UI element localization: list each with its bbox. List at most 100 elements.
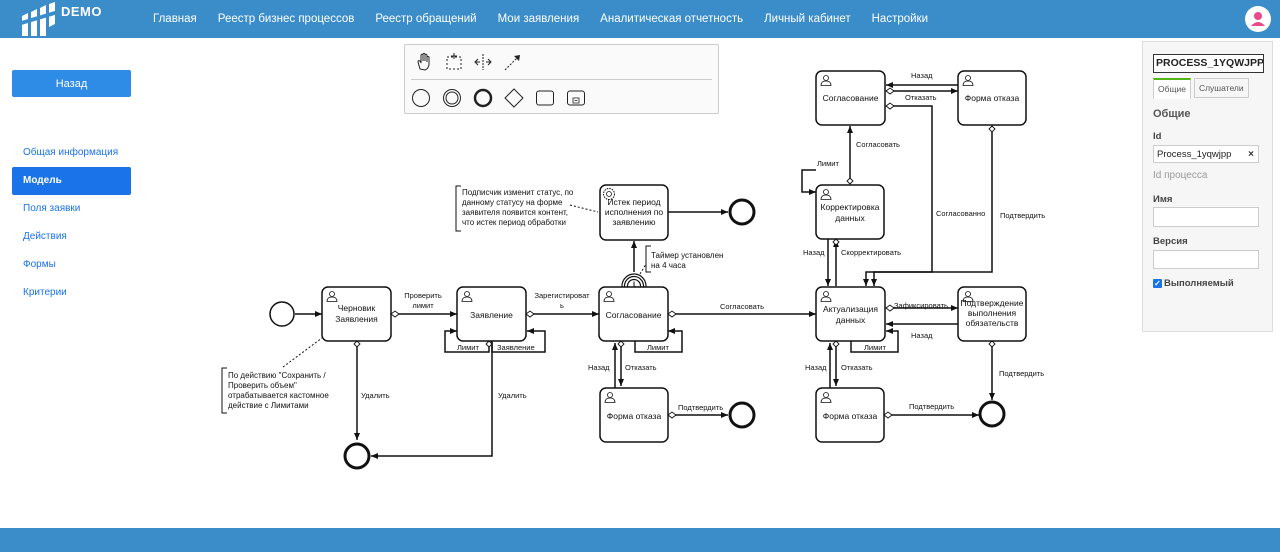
label-register-2: ь xyxy=(560,301,564,310)
annotation-subscriber-4: что истек период обработки xyxy=(462,218,566,227)
version-field[interactable] xyxy=(1153,250,1259,269)
label-back-top: Назад xyxy=(911,71,933,80)
task-refusal-top-label: Форма отказа xyxy=(965,93,1020,103)
nav-settings[interactable]: Настройки xyxy=(871,13,929,25)
end-event-expired[interactable] xyxy=(728,198,756,226)
gateway-icon[interactable] xyxy=(503,87,525,109)
nav-process-registry[interactable]: Реестр бизнес процессов xyxy=(217,13,355,25)
connect-tool-icon[interactable] xyxy=(502,51,524,73)
label-refuse-act: Отказать xyxy=(841,363,873,372)
task-refusal-top[interactable]: Форма отказа xyxy=(957,70,1027,126)
annotation-save-3: отрабатывается кастомное xyxy=(228,391,329,400)
end-event-confirm[interactable] xyxy=(978,400,1006,428)
sidebar-item-request-fields[interactable]: Поля заявки xyxy=(23,203,81,214)
lasso-tool-icon[interactable] xyxy=(443,51,465,73)
label-agree: Согласовать xyxy=(720,302,764,311)
nav-home[interactable]: Главная xyxy=(153,13,197,25)
label-register-1: Зарегистироват xyxy=(534,291,590,300)
logo-icon[interactable] xyxy=(18,2,58,36)
id-field[interactable]: Process_1yqwjpp × xyxy=(1153,145,1259,163)
end-event-icon[interactable] xyxy=(472,87,494,109)
task-confirm-label-3: обязательств xyxy=(966,318,1019,328)
task-actualization-label-2: данных xyxy=(836,315,866,325)
process-title-input[interactable]: PROCESS_1YQWJPP xyxy=(1153,54,1264,73)
sidebar-item-general-info[interactable]: Общая информация xyxy=(23,147,119,158)
nav-my-applications[interactable]: Мои заявления xyxy=(497,13,580,25)
task-confirm-label-2: выполнения xyxy=(968,308,1017,318)
tab-listeners[interactable]: Слушатели xyxy=(1193,78,1249,98)
annotation-save-4: действие с Лимитами xyxy=(228,401,309,410)
label-back-act: Назад xyxy=(911,331,933,340)
label-confirm-3: Подтвердить xyxy=(999,369,1044,378)
start-event-icon[interactable] xyxy=(410,87,432,109)
sidebar-menu: Общая информация Модель Поля заявки Дейс… xyxy=(12,139,131,307)
nav-profile[interactable]: Личный кабинет xyxy=(764,13,851,25)
name-field[interactable] xyxy=(1153,207,1259,227)
task-approval-top[interactable]: Согласование xyxy=(815,70,886,126)
nav-analytics[interactable]: Аналитическая отчетность xyxy=(600,13,744,25)
flow-delete-2 xyxy=(371,341,493,459)
task-refusal-1[interactable]: Форма отказа xyxy=(599,387,669,443)
id-label: Id xyxy=(1153,131,1162,142)
annotation-timer-1: Таймер установлен xyxy=(651,251,723,260)
executable-checkbox[interactable]: ✓ Выполняемый xyxy=(1153,278,1234,289)
label-confirm-1: Подтвердить xyxy=(678,403,723,412)
task-refusal-2[interactable]: Форма отказа xyxy=(815,387,885,443)
app-name: DEMO xyxy=(61,4,102,19)
label-confirm-top: Подтвердить xyxy=(1000,211,1045,220)
sidebar-item-model[interactable]: Модель xyxy=(12,167,131,195)
sidebar-item-forms[interactable]: Формы xyxy=(23,259,56,270)
annotation-subscriber-3: заявителя появится контент, xyxy=(462,208,568,217)
intermediate-event-icon[interactable] xyxy=(441,87,463,109)
task-draft-label-1: Черновик xyxy=(338,303,376,313)
task-application[interactable]: Заявление xyxy=(456,286,527,342)
label-check-limit-1: Проверить xyxy=(404,291,442,300)
executable-label: Выполняемый xyxy=(1164,278,1234,289)
task-draft-label-2: Заявления xyxy=(335,314,378,324)
annotation-save-1: По действию "Сохранить / xyxy=(228,371,326,380)
hand-tool-icon[interactable] xyxy=(413,51,435,73)
label-application-loop: Заявление xyxy=(497,343,535,352)
clear-icon[interactable]: × xyxy=(1248,149,1254,160)
annotation-subscriber-2: данному статусу на форме xyxy=(462,198,563,207)
subprocess-icon[interactable] xyxy=(565,87,587,109)
tab-general[interactable]: Общие xyxy=(1153,78,1191,99)
task-application-label: Заявление xyxy=(470,310,513,320)
gear-icon xyxy=(603,188,615,200)
nav-requests-registry[interactable]: Реестр обращений xyxy=(375,13,477,25)
back-button[interactable]: Назад xyxy=(12,70,131,97)
end-event-delete[interactable] xyxy=(343,442,371,470)
label-check-limit-2: лимит xyxy=(412,301,434,310)
flow-limit-top xyxy=(801,169,816,195)
sidebar-item-criteria[interactable]: Критерии xyxy=(23,287,67,298)
task-approval-main[interactable]: Согласование xyxy=(598,286,669,342)
end-event-refusal[interactable] xyxy=(728,401,756,429)
label-approved: Согласованно xyxy=(936,209,985,218)
task-confirm-label-1: Подтверждение xyxy=(961,298,1024,308)
svg-text:По действию "Сохранить /Провер: По действию "Сохранить /Проверить объем"… xyxy=(228,371,329,410)
label-correct: Скорректировать xyxy=(841,248,901,257)
task-actualization-label-1: Актуализация xyxy=(823,304,878,314)
footer-bar xyxy=(0,528,1280,552)
space-tool-icon[interactable] xyxy=(472,51,494,73)
id-value: Process_1yqwjpp xyxy=(1157,149,1232,160)
task-icon[interactable] xyxy=(534,87,556,109)
label-limit-1: Лимит xyxy=(457,343,479,352)
label-back-act2: Назад xyxy=(805,363,827,372)
flow-confirm-top xyxy=(871,126,993,286)
start-event[interactable] xyxy=(269,301,295,327)
label-fix: Зафиксировать xyxy=(894,301,948,310)
label-limit-2: Лимит xyxy=(647,343,669,352)
sidebar-item-actions[interactable]: Действия xyxy=(23,231,67,242)
user-avatar[interactable] xyxy=(1245,6,1271,32)
